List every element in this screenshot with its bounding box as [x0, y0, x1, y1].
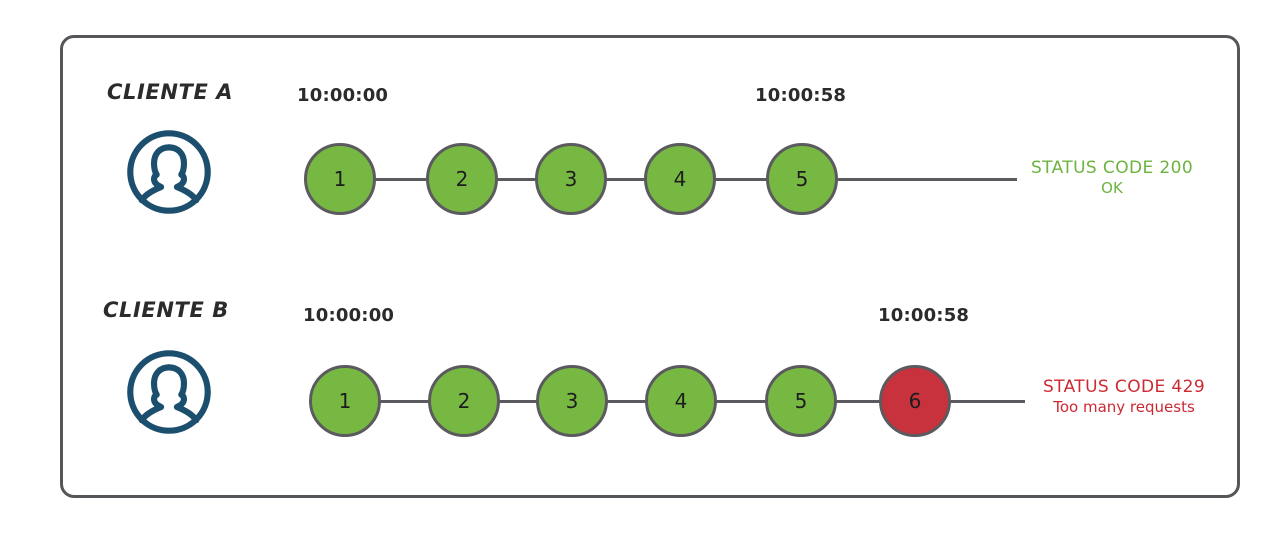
connector-b-1 [377, 400, 429, 403]
request-node[interactable]: 5 [766, 143, 838, 215]
timestamp-start-b: 10:00:00 [303, 305, 395, 326]
connector-b-5 [836, 400, 885, 403]
connector-b-3 [607, 400, 646, 403]
connector-b-tail [950, 400, 1025, 403]
status-code-b: STATUS CODE 429 [1042, 377, 1206, 397]
connector-a-tail [837, 178, 1017, 181]
connector-a-2 [497, 178, 537, 181]
status-badge-a: STATUS CODE 200 OK [1027, 158, 1197, 197]
diagram-frame [60, 35, 1240, 498]
connector-b-4 [716, 400, 766, 403]
connector-a-4 [715, 178, 767, 181]
timestamp-end-b: 10:00:58 [878, 305, 970, 326]
request-node[interactable]: 5 [765, 365, 837, 437]
request-node[interactable]: 1 [304, 143, 376, 215]
status-message-a: OK [1101, 179, 1123, 197]
timestamp-start-a: 10:00:00 [297, 85, 389, 106]
status-code-a: STATUS CODE 200 [1030, 158, 1194, 178]
request-node[interactable]: 4 [645, 365, 717, 437]
timestamp-end-a: 10:00:58 [755, 85, 847, 106]
user-avatar-icon [125, 128, 213, 216]
status-badge-b: STATUS CODE 429 Too many requests [1025, 377, 1223, 416]
status-message-b: Too many requests [1053, 398, 1195, 416]
request-node[interactable]: 1 [309, 365, 381, 437]
user-avatar-icon [125, 348, 213, 436]
connector-a-1 [372, 178, 427, 181]
client-label-a: CLIENTE A [107, 80, 234, 104]
connector-b-2 [499, 400, 537, 403]
client-label-b: CLIENTE B [103, 298, 229, 322]
request-node[interactable]: 3 [536, 365, 608, 437]
request-node[interactable]: 3 [535, 143, 607, 215]
request-node[interactable]: 2 [426, 143, 498, 215]
connector-a-3 [606, 178, 646, 181]
request-node-rejected[interactable]: 6 [879, 365, 951, 437]
request-node[interactable]: 4 [644, 143, 716, 215]
request-node[interactable]: 2 [428, 365, 500, 437]
